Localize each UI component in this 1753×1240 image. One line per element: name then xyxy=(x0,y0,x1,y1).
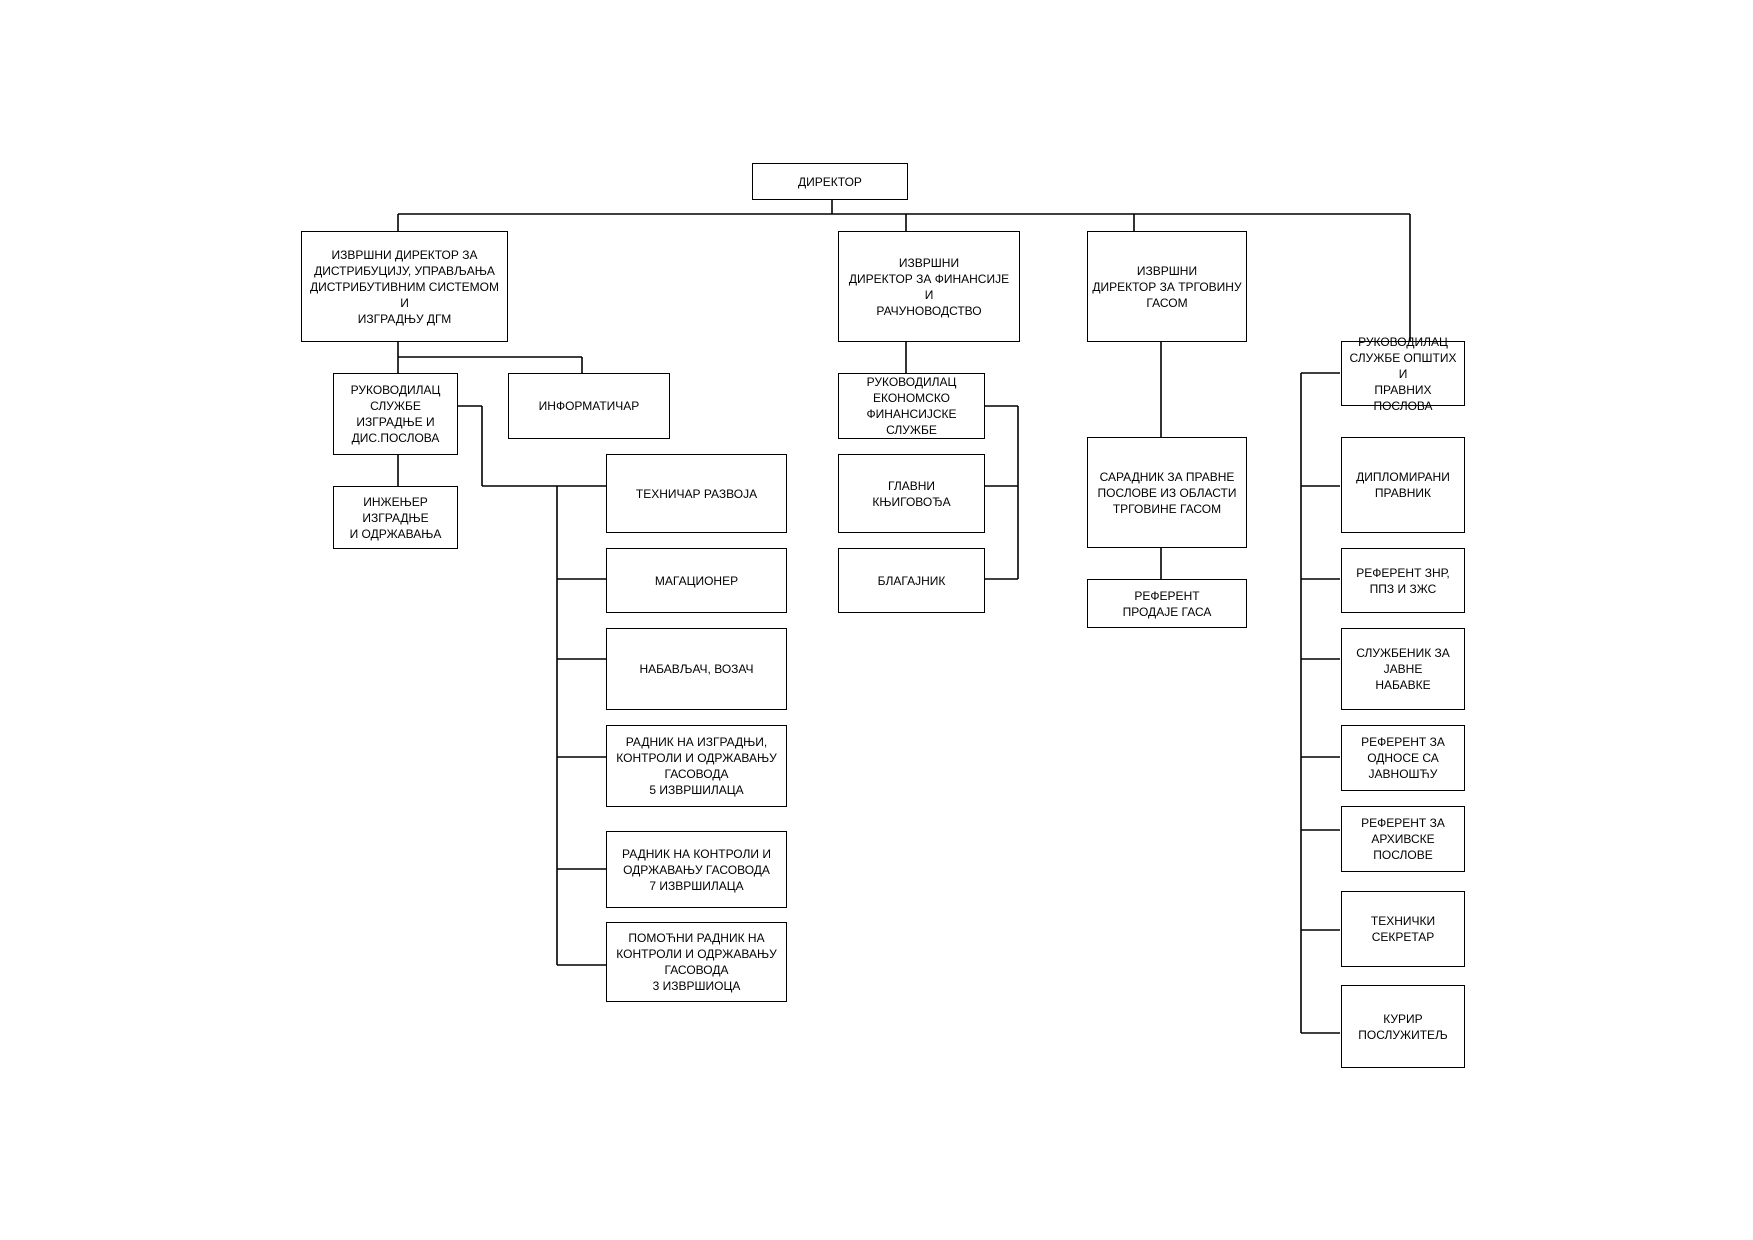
legal-associate-box: САРАДНИК ЗА ПРАВНЕ ПОСЛОВЕ ИЗ ОБЛАСТИ ТР… xyxy=(1087,437,1247,548)
chief-accountant-box: ГЛАВНИ КЊИГОВОЂА xyxy=(838,454,985,533)
sales-referent-box: РЕФЕРЕНТ ПРОДАЈЕ ГАСА xyxy=(1087,579,1247,628)
buyer-driver-box: НАБАВЉАЧ, ВОЗАЧ xyxy=(606,628,787,710)
exec-director-finance-box: ИЗВРШНИ ДИРЕКТОР ЗА ФИНАНСИЈЕ И РАЧУНОВО… xyxy=(838,231,1020,342)
dev-technician-box: ТЕХНИЧАР РАЗВОЈА xyxy=(606,454,787,533)
pr-referent-box: РЕФЕРЕНТ ЗА ОДНОСЕ СА ЈАВНОШЋУ xyxy=(1341,725,1465,791)
worker-construction-box: РАДНИК НА ИЗГРАДЊИ, КОНТРОЛИ И ОДРЖАВАЊУ… xyxy=(606,725,787,807)
safety-referent-box: РЕФЕРЕНТ ЗНР, ППЗ И ЗЖС xyxy=(1341,548,1465,613)
lawyer-box: ДИПЛОМИРАНИ ПРАВНИК xyxy=(1341,437,1465,533)
cashier-box: БЛАГАЈНИК xyxy=(838,548,985,613)
director-box: ДИРЕКТОР xyxy=(752,163,908,200)
head-general-legal-box: РУКОВОДИЛАЦ СЛУЖБЕ ОПШТИХ И ПРАВНИХ ПОСЛ… xyxy=(1341,335,1465,413)
it-specialist-box: ИНФОРМАТИЧАР xyxy=(508,373,670,439)
worker-control-box: РАДНИК НА КОНТРОЛИ И ОДРЖАВАЊУ ГАСОВОДА … xyxy=(606,831,787,908)
archive-referent-box: РЕФЕРЕНТ ЗА АРХИВСКЕ ПОСЛОВЕ xyxy=(1341,806,1465,872)
procurement-officer-box: СЛУЖБЕНИК ЗА ЈАВНЕ НАБАВКЕ xyxy=(1341,628,1465,710)
assistant-worker-box: ПОМОЋНИ РАДНИК НА КОНТРОЛИ И ОДРЖАВАЊУ Г… xyxy=(606,922,787,1002)
head-construction-box: РУКОВОДИЛАЦ СЛУЖБЕ ИЗГРАДЊЕ И ДИС.ПОСЛОВ… xyxy=(333,373,458,455)
exec-director-trade-box: ИЗВРШНИ ДИРЕКТОР ЗА ТРГОВИНУ ГАСОМ xyxy=(1087,231,1247,342)
courier-box: КУРИР ПОСЛУЖИТЕЉ xyxy=(1341,985,1465,1068)
head-finance-box: РУКОВОДИЛАЦ ЕКОНОМСКО ФИНАНСИЈСКЕ СЛУЖБЕ xyxy=(838,373,985,439)
exec-director-distribution-box: ИЗВРШНИ ДИРЕКТОР ЗА ДИСТРИБУЦИЈУ, УПРАВЉ… xyxy=(301,231,508,342)
tech-secretary-box: ТЕХНИЧКИ СЕКРЕТАР xyxy=(1341,891,1465,967)
warehouse-box: МАГАЦИОНЕР xyxy=(606,548,787,613)
engineer-box: ИНЖЕЊЕР ИЗГРАДЊЕ И ОДРЖАВАЊА xyxy=(333,486,458,549)
